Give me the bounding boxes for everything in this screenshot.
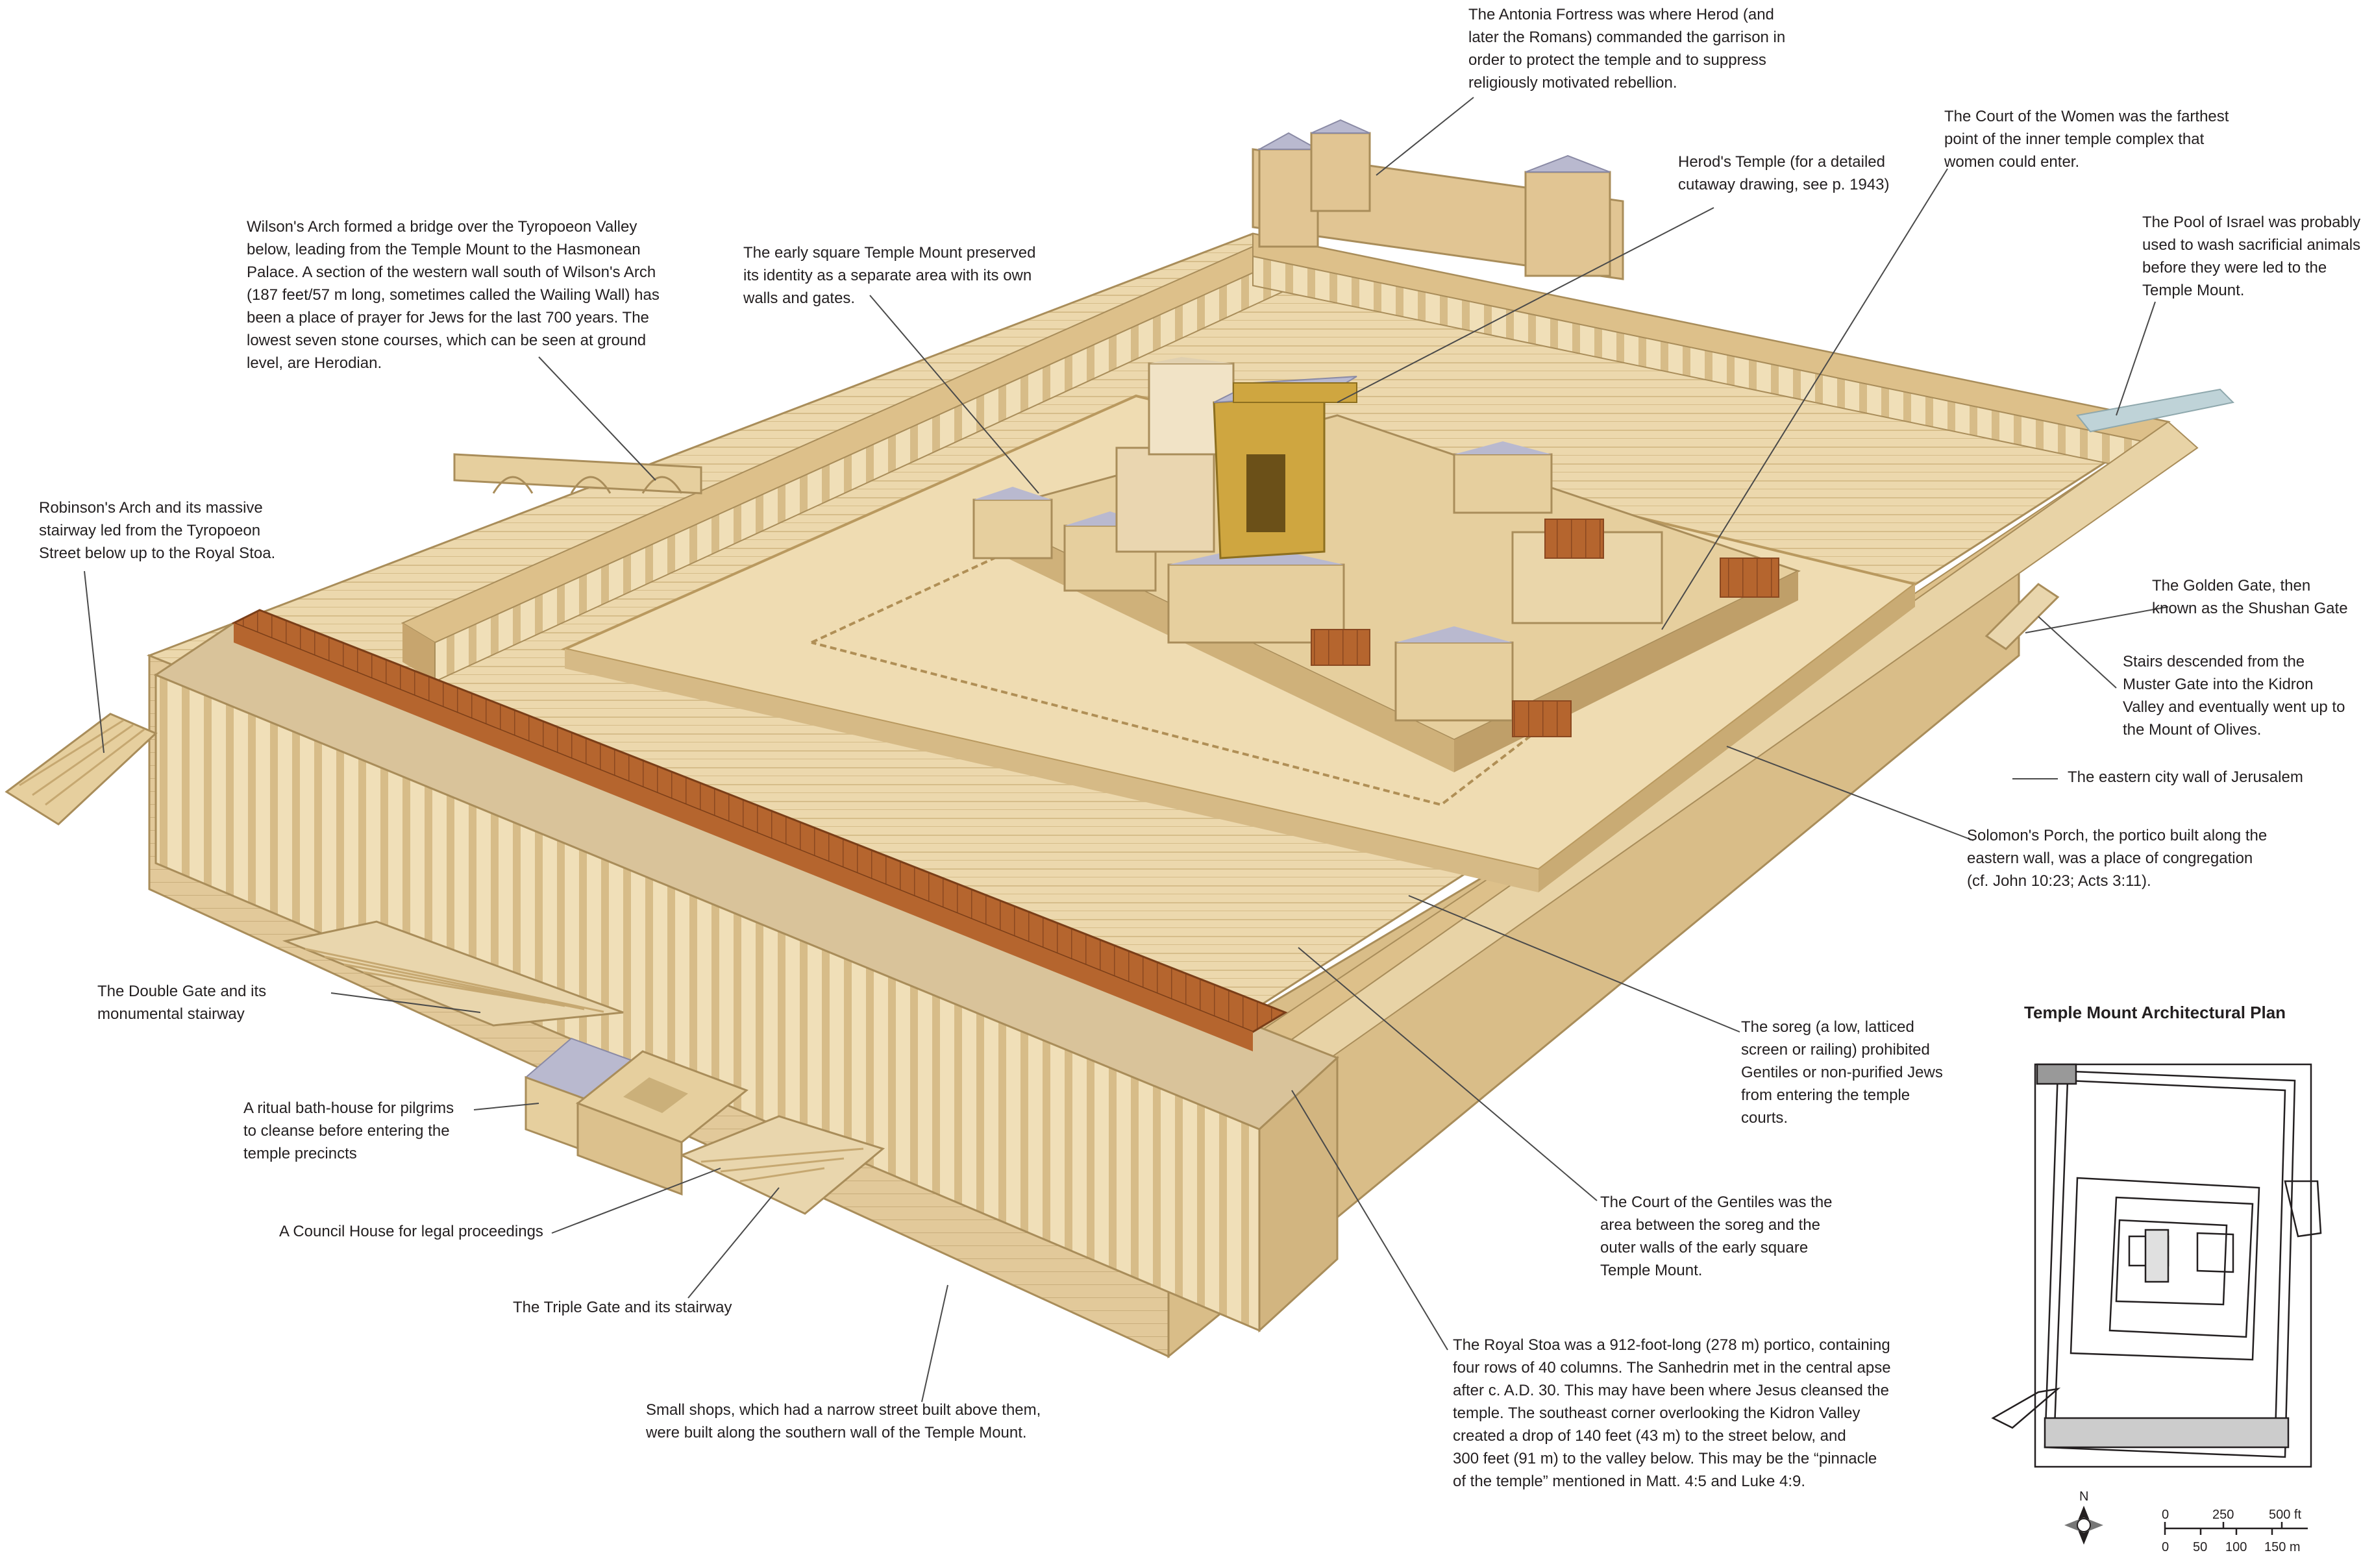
herods-temple: [1115, 357, 1357, 559]
royal-stoa: [153, 609, 1339, 1333]
leader-lines: [84, 97, 2169, 1403]
council-house: [576, 1050, 748, 1196]
scale-bar: [2164, 1522, 2308, 1535]
label-herods-temple: Herod's Temple (for a detailed cutaway d…: [1678, 153, 1890, 193]
label-muster-gate-stairs: Stairs descended from the Muster Gate in…: [2123, 653, 2345, 739]
muster-gate-stairs: [1984, 583, 2060, 650]
label-royal-stoa: The Royal Stoa was a 912-foot-long (278 …: [1453, 1336, 1891, 1490]
label-council-house: A Council House for legal proceedings: [279, 1223, 543, 1240]
inner-gate-building: [1453, 453, 1553, 514]
triple-gate-stairway: [679, 1115, 885, 1215]
label-pool-of-israel: The Pool of Israel was probably used to …: [2142, 214, 2361, 299]
label-wilsons-arch: Wilson's Arch formed a bridge over the T…: [247, 218, 660, 372]
double-gate-stairway: [282, 920, 624, 1027]
plan-title: Temple Mount Architectural Plan: [2024, 1003, 2286, 1022]
compass-rose: [2064, 1506, 2103, 1545]
label-ritual-bath-house: A ritual bath-house for pilgrims to clea…: [243, 1099, 454, 1162]
label-double-gate: The Double Gate and its monumental stair…: [97, 983, 267, 1023]
label-antonia-fortress: The Antonia Fortress was where Herod (an…: [1468, 6, 1786, 92]
label-solomons-porch: Solomon's Porch, the portico built along…: [1967, 827, 2268, 890]
label-robinsons-arch: Robinson's Arch and its massive stairway…: [39, 499, 276, 562]
inner-gate-building: [972, 498, 1053, 559]
label-court-of-the-gentiles: The Court of the Gentiles was the area b…: [1600, 1194, 1833, 1279]
label-triple-gate: The Triple Gate and its stairway: [513, 1299, 732, 1316]
label-eastern-city-wall: The eastern city wall of Jerusalem: [2068, 768, 2303, 786]
antonia-fortress: [1252, 119, 1624, 280]
architectural-plan: [1991, 1063, 2322, 1468]
label-court-of-the-women: The Court of the Women was the farthest …: [1944, 108, 2229, 171]
label-golden-gate: The Golden Gate, then known as the Shush…: [2152, 577, 2348, 617]
pool-of-israel: [2076, 388, 2235, 433]
label-early-square-temple-mount: The early square Temple Mount preserved …: [743, 244, 1036, 307]
label-soreg: The soreg (a low, latticed screen or rai…: [1741, 1018, 1943, 1127]
robinsons-arch-stairway: [5, 713, 158, 826]
label-small-shops: Small shops, which had a narrow street b…: [646, 1401, 1041, 1441]
inner-gate-building: [1394, 641, 1514, 722]
